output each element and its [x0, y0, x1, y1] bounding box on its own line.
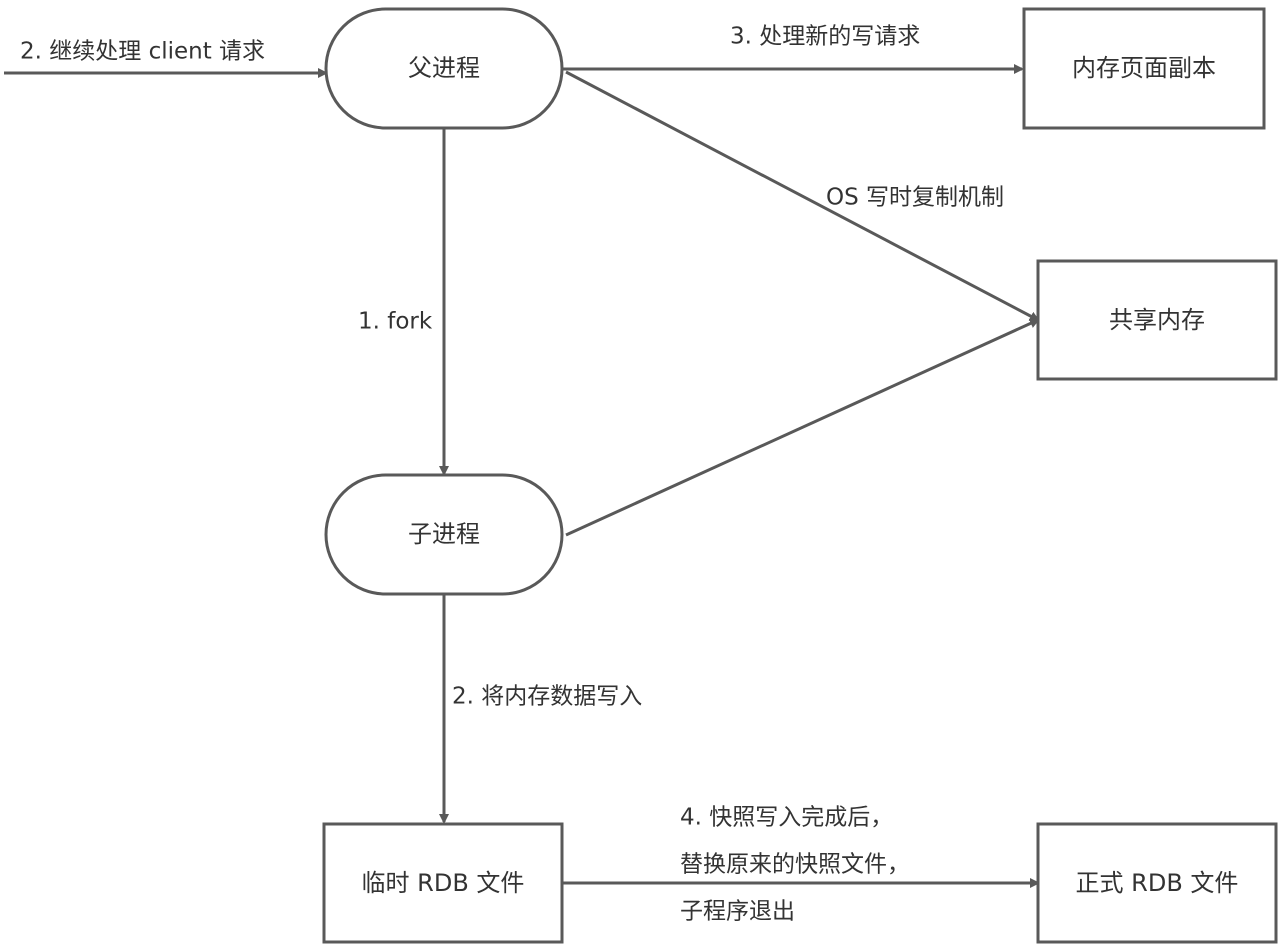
shared-memory-label: 共享内存	[1109, 306, 1205, 334]
temp-rdb-label: 临时 RDB 文件	[362, 869, 525, 897]
memory-page-copy-label: 内存页面副本	[1072, 54, 1216, 82]
child-shared-memory-arrow	[565, 318, 1040, 537]
parent-process-node	[324, 7, 564, 130]
copy-on-write-label: OS 写时复制机制	[826, 185, 1004, 211]
write-memory-label: 2. 将内存数据写入	[452, 684, 642, 710]
new-write-label: 3. 处理新的写请求	[730, 24, 920, 50]
memory-page-copy-node	[1022, 7, 1266, 130]
snapshot-done-label-line-1: 4. 快照写入完成后，	[680, 805, 893, 831]
parent-process-label: 父进程	[408, 54, 480, 82]
child-process-label: 子进程	[408, 520, 480, 548]
final-rdb-label: 正式 RDB 文件	[1076, 869, 1239, 897]
parent-shared-memory-arrow	[565, 70, 1040, 322]
client-request-label: 2. 继续处理 client 请求	[20, 39, 265, 65]
snapshot-done-label-line-2: 替换原来的快照文件，	[680, 852, 910, 878]
final-rdb-node	[1036, 822, 1278, 944]
temp-rdb-node	[322, 822, 564, 944]
child-process-node	[324, 473, 564, 596]
fork-label: 1. fork	[358, 309, 433, 335]
shared-memory-node	[1036, 259, 1278, 381]
snapshot-done-label-line-3: 子程序退出	[680, 899, 795, 925]
